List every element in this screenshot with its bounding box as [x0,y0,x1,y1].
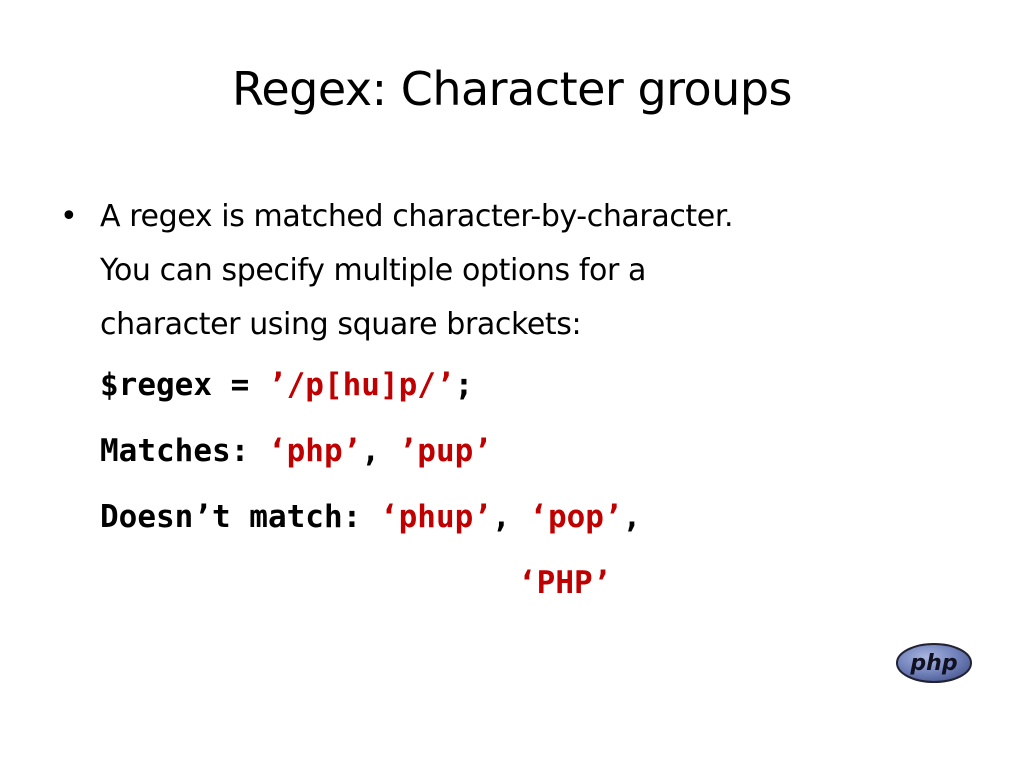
code-regex-prefix: $regex = [100,367,268,403]
code-line-regex: $regex = ’/p[hu]p/’; [100,370,473,401]
code-match-separator: , [361,433,399,469]
bullet-line-1: A regex is matched character-by-characte… [100,199,734,234]
code-nomatch-2: ‘pop’ [529,499,623,535]
code-regex-suffix: ; [454,367,474,403]
code-match-2: ’pup’ [398,433,492,469]
php-logo-text: php [909,651,957,676]
code-nomatch-1: ‘phup’ [379,499,492,535]
code-regex-value: ’/p[hu]p/’ [267,367,455,403]
bullet-line-2: You can specify multiple options for a [100,253,646,288]
code-nomatch-separator-2: , [622,499,642,535]
code-match-1: ‘php’ [267,433,362,469]
code-line-nomatch-3: ‘PHP’ [518,568,611,599]
code-nomatch-3: ‘PHP’ [518,565,612,601]
code-line-doesnt-match: Doesn’t match: ‘phup’, ‘pop’, [100,502,641,533]
code-nomatch-separator-1: , [491,499,530,535]
php-logo-icon: php [896,643,972,683]
code-line-matches: Matches: ‘php’, ’pup’ [100,436,492,467]
bullet-dot-icon: • [60,199,78,234]
bullet-line-3: character using square brackets: [100,307,582,342]
bullet-item: • A regex is matched character-by-charac… [60,190,960,352]
code-matches-label: Matches: [100,433,268,469]
code-doesnt-label: Doesn’t match: [100,499,380,535]
slide-title: Regex: Character groups [231,62,793,116]
